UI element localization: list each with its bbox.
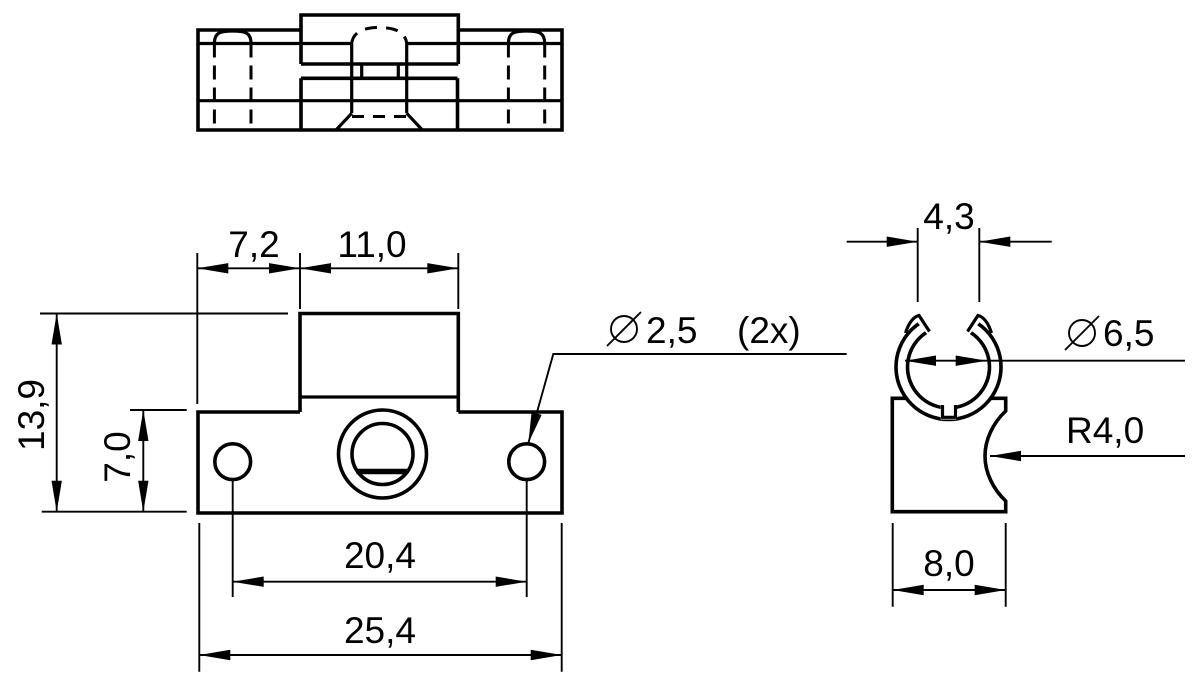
dim-hole-spacing: 20,4 [232, 535, 527, 587]
top-view-hidden-screw-right [506, 43, 547, 129]
front-center-bore-inner [350, 421, 415, 487]
dim-total-width: 25,4 [199, 610, 562, 661]
ext-lines-top [196, 253, 460, 404]
top-view [196, 13, 564, 132]
front-hole-centerlines [231, 480, 528, 597]
ring-opening-mask [895, 295, 1002, 360]
arrowhead [51, 480, 62, 512]
top-view-neck-edges [350, 64, 409, 79]
top-view-plate-outline [196, 28, 564, 132]
diameter-icon-slash [1064, 315, 1100, 351]
ring-slot [940, 405, 958, 419]
arrowhead [197, 263, 229, 274]
diameter-icon [1064, 315, 1100, 351]
top-view-boss-inner-edges [350, 43, 409, 64]
front-view-plate [196, 410, 564, 515]
dim-label-hole-spacing: 20,4 [344, 535, 416, 576]
diameter-icon-slash [606, 311, 642, 347]
arrowhead [955, 355, 987, 366]
dim-total-height: 13,9 [11, 313, 62, 512]
arrowhead [974, 584, 1006, 596]
arrowhead [990, 450, 1021, 462]
side-dimensions: 4,3 6,5 R4,0 8,0 [846, 196, 1185, 607]
dim-label-hole-diameter: 2,5 [646, 310, 697, 351]
dim-label-boss-width: 11,0 [337, 224, 406, 265]
side-view [890, 295, 1008, 514]
arrowhead [138, 480, 149, 512]
ext-lines [916, 228, 981, 302]
top-view-screw-dome-left [212, 29, 253, 44]
ring-arm-tip-right [966, 313, 994, 334]
arrowhead [892, 584, 924, 596]
top-view-chamfer-edges [335, 112, 424, 131]
front-hole-right [507, 442, 547, 482]
arrowhead [51, 313, 62, 345]
diameter-icon-circle [610, 315, 638, 343]
arrowhead [886, 236, 918, 247]
side-base-block [890, 396, 1008, 514]
ring-slot-mask [940, 402, 957, 420]
arrowhead [530, 649, 562, 661]
front-hole-left [213, 442, 253, 482]
top-view-boss-lower-sides [299, 78, 460, 130]
arrowhead [269, 263, 300, 274]
dim-label-groove-radius: R4,0 [1066, 410, 1144, 451]
dim-label-total-height: 13,9 [11, 379, 52, 451]
top-view-boss-lower-inner [350, 78, 409, 114]
dim-label-hole-count: (2x) [737, 310, 801, 351]
dim-label-bore-diameter: 6,5 [1103, 313, 1154, 354]
dim-groove-radius: R4,0 [990, 410, 1185, 462]
arrowhead [528, 412, 542, 444]
dim-base-height: 7,0 [97, 410, 149, 512]
dim-bore-diameter: 6,5 [905, 313, 1185, 366]
dim-base-width: 8,0 [891, 523, 1007, 607]
dim-opening-width: 4,3 [846, 196, 1052, 302]
dim-boss-width: 11,0 [300, 224, 459, 274]
diameter-icon-circle [1068, 319, 1096, 347]
top-view-screw-dome-right [506, 29, 547, 44]
ring-arm-tip-left [903, 313, 931, 334]
dim-label-opening-width: 4,3 [923, 196, 974, 237]
front-dimensions: 7,2 11,0 13,9 7,0 20,4 [11, 224, 847, 672]
arrowhead [979, 236, 1011, 247]
arrowhead [199, 649, 231, 661]
dim-label-total-width: 25,4 [344, 610, 416, 651]
ext-lines-bottom [198, 523, 563, 672]
arrowhead [300, 263, 331, 274]
dim-label-base-width: 8,0 [923, 543, 974, 584]
top-view-hidden-dome [350, 25, 409, 44]
arrowhead [427, 263, 459, 274]
diameter-icon [606, 311, 642, 347]
top-view-hidden-screw-left [212, 43, 253, 129]
ext-lines-left [40, 312, 288, 513]
dim-label-step-width: 7,2 [228, 224, 279, 265]
front-view [196, 311, 564, 597]
arrowhead [232, 576, 264, 587]
top-view-boss-upper [299, 13, 461, 66]
arrowhead [138, 410, 149, 441]
callout-hole-diameter: 2,5 (2x) [527, 310, 847, 444]
front-center-bore-outer [336, 408, 429, 500]
front-view-boss [298, 311, 461, 412]
arrowhead [905, 355, 936, 366]
arrowhead [495, 576, 527, 587]
ext-lines [891, 523, 1007, 607]
dim-label-base-height: 7,0 [97, 431, 138, 482]
